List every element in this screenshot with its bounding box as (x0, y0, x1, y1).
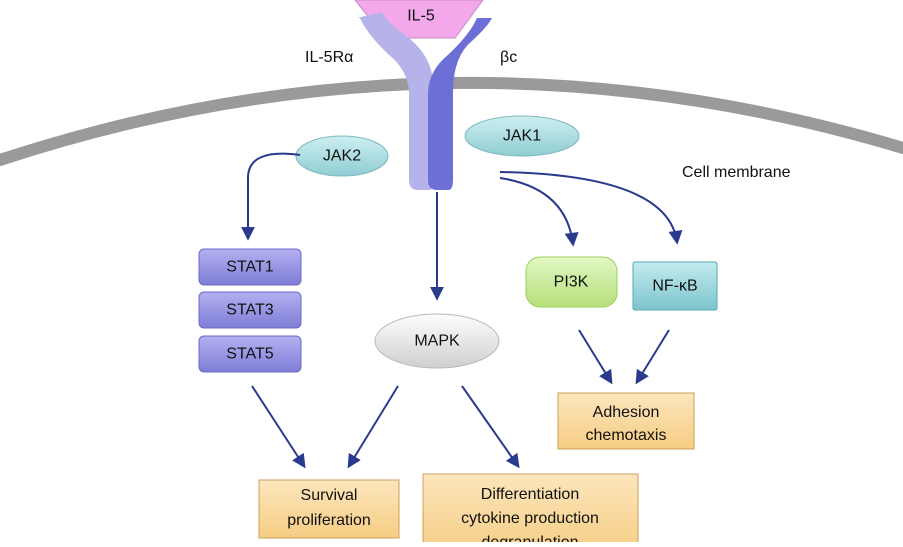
arrow-receptor-to-nfkb (499, 171, 683, 245)
stat1-label: STAT1 (226, 259, 274, 276)
arrow-receptor-to-pi3k (499, 177, 579, 247)
differentiation-line-2: cytokine production (461, 510, 599, 527)
adhesion-line-2: chemotaxis (586, 427, 667, 444)
nfkb-label: NF-κB (652, 278, 697, 295)
mapk-node: MAPK (374, 313, 500, 369)
arrow-jak2-to-stats (241, 152, 301, 241)
stat5-label: STAT5 (226, 346, 274, 363)
jak2-node: JAK2 (295, 135, 389, 177)
arrow-pi3k-to-adhesion (578, 329, 613, 385)
jak1-node: JAK1 (464, 115, 580, 157)
il5r-alpha-label: IL-5Rα (305, 49, 353, 66)
arrow-mapk-to-survival (347, 385, 399, 469)
il5r-alpha-chain (357, 12, 434, 190)
differentiation-box: Differentiation cytokine production degr… (422, 473, 639, 547)
differentiation-line-3: degranulation (482, 534, 579, 542)
beta-c-label: βc (500, 49, 517, 66)
membrane-label: Cell membrane (682, 164, 791, 181)
jak2-label: JAK2 (323, 148, 361, 165)
arrow-stats-to-survival (251, 385, 306, 469)
survival-line-2: proliferation (287, 512, 371, 529)
stat3-label: STAT3 (226, 302, 274, 319)
stat3-box: STAT3 (198, 291, 302, 329)
arrow-mapk-to-differentiation (461, 385, 520, 469)
mapk-label: MAPK (414, 333, 460, 350)
pi3k-node: PI3K (525, 256, 618, 308)
jak1-label: JAK1 (503, 128, 541, 145)
survival-line-1: Survival (301, 487, 358, 504)
stat1-box: STAT1 (198, 248, 302, 286)
nfkb-node: NF-κB (632, 261, 718, 311)
adhesion-line-1: Adhesion (593, 404, 660, 421)
survival-box: Survival proliferation (258, 479, 400, 539)
beta-c-chain (428, 18, 492, 190)
pi3k-label: PI3K (554, 274, 589, 291)
adhesion-box: Adhesion chemotaxis (557, 392, 695, 450)
il5-ligand-label: IL-5 (407, 8, 435, 25)
differentiation-line-1: Differentiation (481, 486, 579, 503)
stat5-box: STAT5 (198, 335, 302, 373)
arrow-nfkb-to-adhesion (635, 329, 670, 385)
